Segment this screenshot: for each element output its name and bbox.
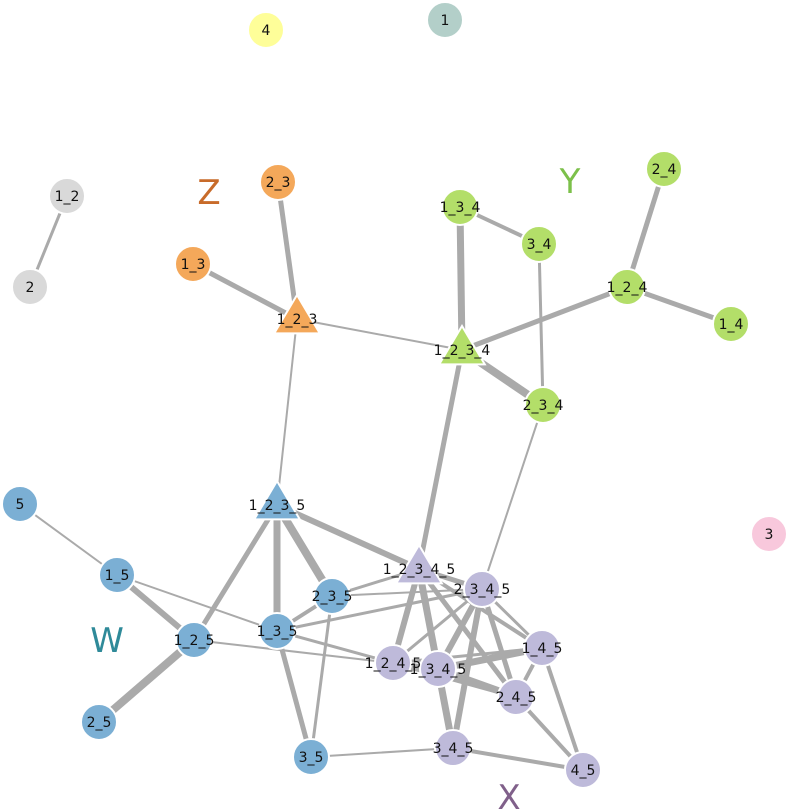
node-label-2_3_4_5: 2_3_4_5 (454, 582, 511, 598)
node-1_5[interactable] (98, 556, 136, 594)
node-1_4_5[interactable] (523, 629, 561, 667)
node-1_2_3_4[interactable] (437, 324, 487, 366)
node-label-1: 1 (441, 13, 450, 29)
node-label-1_4_5: 1_4_5 (522, 641, 563, 657)
node-1_2_4[interactable] (608, 268, 646, 306)
node-label-2_3_4: 2_3_4 (523, 398, 564, 414)
node-label-2: 2 (26, 280, 35, 296)
node-1_3_4_5[interactable] (419, 650, 457, 688)
node-label-5: 5 (16, 497, 25, 513)
cluster-label-layer: Z Y W X (90, 162, 580, 810)
edge-3_4_5-4_5 (451, 746, 585, 772)
node-2_5[interactable] (80, 703, 118, 741)
cluster-label-W: W (90, 621, 124, 661)
cluster-label-Z: Z (197, 173, 220, 213)
node-layer (1, 1, 788, 789)
edge-5-1_5 (19, 503, 118, 576)
node-label-3: 3 (765, 527, 774, 543)
edge-1_2_4-1_2_3_4 (459, 284, 630, 353)
node-label-2_3: 2_3 (266, 175, 291, 191)
edge-2_3_4_5-1_2_4_5 (391, 587, 484, 665)
cluster-label-X: X (497, 778, 520, 810)
node-label-1_3: 1_3 (181, 257, 206, 273)
edge-2_3-1_2_3 (275, 179, 300, 322)
edge-1_2_4_5-2_4_5 (391, 661, 518, 699)
node-label-3_5: 3_5 (299, 750, 324, 766)
node-label-1_2_3_5: 1_2_3_5 (249, 498, 306, 514)
edge-1_3_5-2_3_4_5 (275, 587, 484, 633)
node-label-1_2_5: 1_2_5 (174, 633, 215, 649)
edge-2_3_4-2_3_4_5 (481, 404, 544, 590)
edge-1_2_4_5-1_4_5 (391, 646, 544, 665)
node-1[interactable] (426, 1, 464, 39)
edge-1_3_5-1_2_4_5 (275, 629, 395, 665)
node-1_3_5[interactable] (258, 612, 296, 650)
node-label-1_3_5: 1_3_5 (257, 624, 298, 640)
cluster-label-Y: Y (559, 162, 581, 202)
edge-1_2_3_4-1_2_3_4_5 (416, 347, 465, 572)
node-label-1_2_3: 1_2_3 (277, 312, 318, 328)
node-label-2_3_5: 2_3_5 (312, 589, 353, 605)
edge-layer (19, 166, 734, 772)
node-3_4_5[interactable] (434, 729, 472, 767)
edge-1_2_3-1_2_3_5 (276, 318, 298, 506)
node-2_3_5[interactable] (313, 577, 351, 615)
node-label-1_2_3_4: 1_2_3_4 (434, 343, 491, 359)
node-label-1_3_4: 1_3_4 (440, 200, 481, 216)
edge-1_5-1_3_5 (116, 574, 278, 632)
node-4_5[interactable] (564, 751, 602, 789)
node-1_2_4_5[interactable] (374, 644, 412, 682)
node-3[interactable] (750, 515, 788, 553)
node-4[interactable] (247, 11, 285, 49)
edge-2_3_4_5-3_4_5 (450, 586, 485, 751)
node-label-2_5: 2_5 (87, 715, 112, 731)
node-label-2_4_5: 2_4_5 (496, 690, 537, 706)
edge-1_3_5-3_5 (274, 628, 314, 760)
edge-1_2_3-1_2_3_4 (296, 318, 463, 351)
node-label-1_2_4: 1_2_4 (607, 280, 648, 296)
node-label-1_2: 1_2 (55, 189, 80, 205)
node-2[interactable] (11, 268, 49, 306)
node-label-1_2_3_4_5: 1_2_3_4_5 (383, 562, 456, 578)
node-2_3_4[interactable] (524, 386, 562, 424)
edge-1_2_3_5-1_2_3_4_5 (274, 502, 422, 572)
node-1_2_3_5[interactable] (252, 479, 302, 521)
node-label-4: 4 (262, 23, 271, 39)
edge-1_2_5-1_2_4_5 (193, 639, 394, 664)
node-1_3_4[interactable] (441, 188, 479, 226)
node-label-4_5: 4_5 (571, 763, 596, 779)
node-1_2_3[interactable] (272, 293, 322, 335)
node-label-3_4_5: 3_4_5 (433, 741, 474, 757)
edge-3_5-3_4_5 (310, 747, 454, 758)
edge-3_4-2_3_4 (537, 242, 545, 407)
node-label-1_4: 1_4 (719, 317, 744, 333)
node-label-1_3_4_5: 1_3_4_5 (410, 662, 467, 678)
edge-1_2_5-1_2_3_5 (191, 502, 280, 643)
edge-1_3-1_2_3 (190, 261, 300, 322)
edge-1_2_3_4_5-2_4_5 (416, 566, 519, 700)
node-2_4_5[interactable] (497, 678, 535, 716)
node-label-1_5: 1_5 (105, 568, 130, 584)
edge-2_5-1_2_5 (95, 636, 198, 726)
node-label-2_4: 2_4 (652, 162, 677, 178)
edge-1_4_5-4_5 (540, 646, 585, 772)
node-1_2[interactable] (48, 177, 86, 215)
node-1_4[interactable] (712, 305, 750, 343)
node-2_3_4_5[interactable] (463, 570, 501, 608)
node-3_4[interactable] (520, 225, 558, 263)
node-1_2_5[interactable] (175, 621, 213, 659)
edge-2_3_5-2_3_4_5 (331, 588, 483, 597)
node-1_3[interactable] (174, 245, 212, 283)
node-1_2_3_4_5[interactable] (394, 543, 444, 585)
node-label-3_4: 3_4 (527, 237, 552, 253)
edge-2_4-1_2_4 (624, 166, 667, 290)
node-5[interactable] (1, 485, 39, 523)
edge-2_3_5-3_5 (309, 594, 334, 759)
node-2_3[interactable] (259, 163, 297, 201)
node-2_4[interactable] (645, 150, 683, 188)
node-label-layer: 4 1 1_2 2 2_3 1_3 1_2_3 1_3_4 3_4 2_4 1_2_4 1_4 1_2_… (16, 13, 774, 779)
node-3_5[interactable] (292, 738, 330, 776)
node-label-1_2_4_5: 1_2_4_5 (365, 656, 422, 672)
